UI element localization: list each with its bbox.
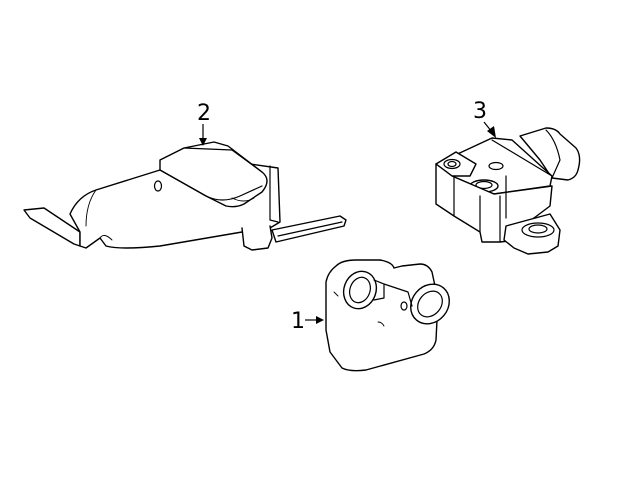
part-2-bracket <box>23 141 347 251</box>
callout-2-label: 2 <box>197 101 211 126</box>
callout-3-label: 3 <box>473 99 487 124</box>
callout-3-arrow <box>487 126 496 138</box>
callout-2: 2 <box>197 101 211 146</box>
callout-3: 3 <box>473 99 496 138</box>
callout-1-label: 1 <box>291 309 305 334</box>
callout-1-arrow <box>316 316 324 324</box>
part-3-sensor <box>435 127 581 255</box>
callout-1: 1 <box>291 309 324 334</box>
part-1-cover <box>325 259 450 372</box>
callout-2-arrow <box>199 138 207 146</box>
